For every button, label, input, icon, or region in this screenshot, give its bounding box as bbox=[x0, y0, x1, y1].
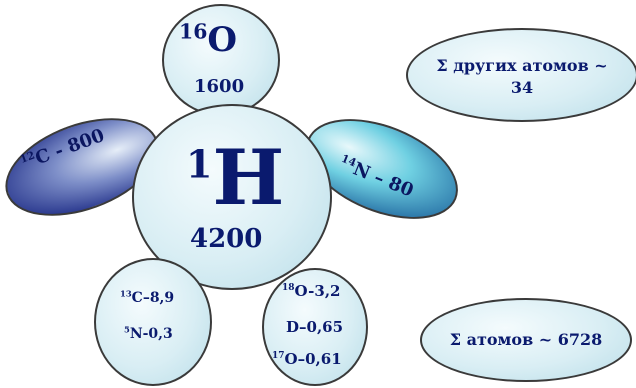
hydrogen-1-count: 4200 bbox=[190, 224, 263, 254]
oxygen-16-mass: 16 bbox=[179, 19, 208, 44]
oxygen-16-label: 16O bbox=[179, 20, 237, 60]
nitrogen-5-label: 5N-0,3 bbox=[124, 324, 173, 342]
oxygen-17-mass: 17 bbox=[272, 351, 285, 361]
oxygen-16-symbol: O bbox=[207, 20, 238, 60]
nitrogen-5-count: -0,3 bbox=[142, 326, 173, 342]
total-atoms-text: Σ атомов ~ 6728 bbox=[449, 330, 603, 349]
hydrogen-1-symbol: H bbox=[212, 133, 285, 222]
oxygen-16-bubble bbox=[162, 4, 280, 116]
carbon-13-label: 13C–8,9 bbox=[120, 288, 175, 306]
oxygen-17-symbol: O bbox=[284, 350, 298, 368]
carbon-13-count: –8,9 bbox=[142, 290, 175, 306]
deuterium-count: –0,65 bbox=[299, 318, 344, 336]
minor-isotopes-right-bubble bbox=[262, 268, 368, 386]
deuterium-label: D–0,65 bbox=[286, 318, 343, 336]
carbon-13-mass: 13 bbox=[120, 288, 132, 299]
other-atoms-line1: Σ других атомов ~ bbox=[436, 56, 608, 75]
oxygen-16-count: 1600 bbox=[194, 76, 245, 97]
oxygen-18-mass: 18 bbox=[282, 283, 295, 293]
oxygen-17-label: 17O–0,61 bbox=[272, 350, 342, 368]
deuterium-symbol: D bbox=[286, 318, 300, 336]
hydrogen-1-mass: 1 bbox=[186, 141, 213, 187]
hydrogen-1-label: 1H bbox=[186, 140, 284, 216]
total-atoms-bubble bbox=[420, 298, 632, 382]
oxygen-18-count: -3,2 bbox=[308, 282, 341, 300]
nitrogen-5-mass: 5 bbox=[124, 324, 130, 335]
nitrogen-5-symbol: N bbox=[129, 326, 143, 342]
oxygen-18-symbol: O bbox=[294, 282, 309, 300]
oxygen-18-label: 18O-3,2 bbox=[282, 282, 340, 300]
oxygen-17-count: –0,61 bbox=[297, 350, 342, 368]
other-atoms-line2: 34 bbox=[510, 78, 534, 97]
minor-isotopes-left-bubble bbox=[94, 258, 212, 386]
other-atoms-bubble bbox=[406, 28, 636, 122]
carbon-13-symbol: C bbox=[131, 290, 143, 306]
